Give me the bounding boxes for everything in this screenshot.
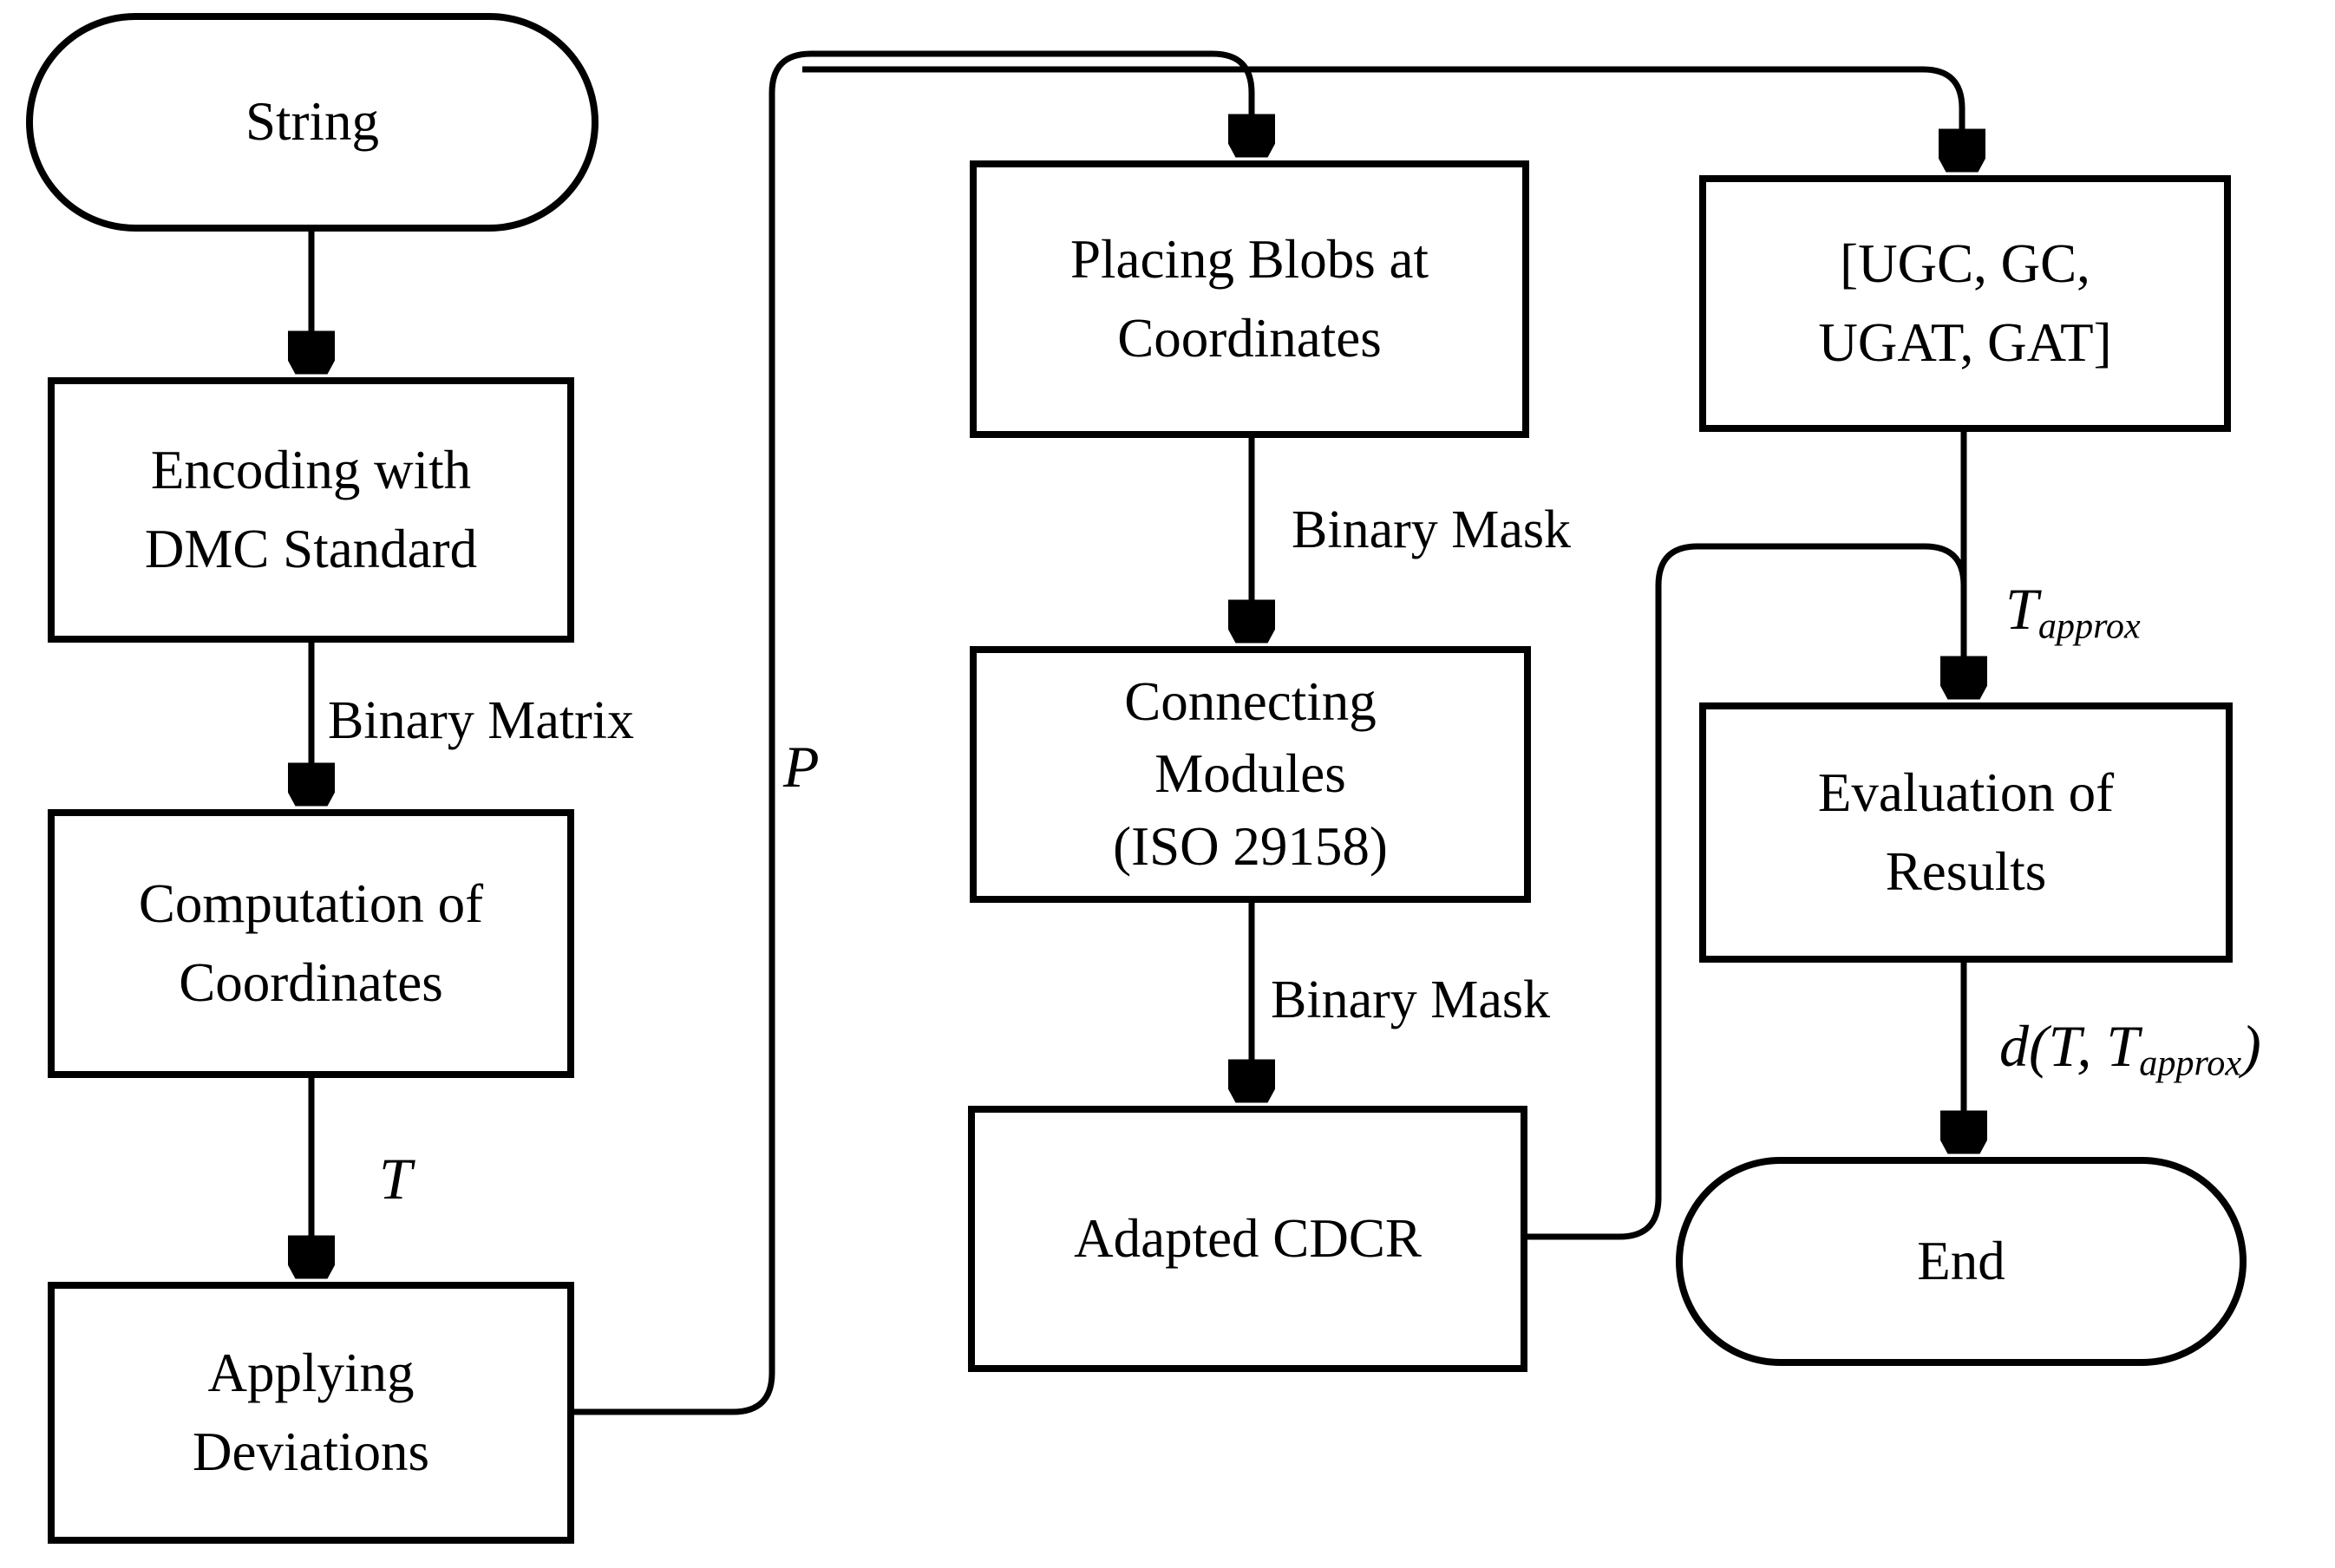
edge-applying-to-ugc — [802, 66, 1962, 169]
node-applying-label: Applying Deviations — [193, 1342, 429, 1482]
node-end: End — [1676, 1157, 2247, 1366]
edge-label-binary-mask-bottom: Binary Mask — [1271, 970, 1551, 1029]
edge-label-t-approx: Tapprox — [2005, 579, 2141, 644]
node-encoding-label: Encoding with DMC Standard — [144, 439, 478, 579]
t-approx-base: T — [2005, 576, 2038, 642]
edge-applying-to-placing — [574, 50, 1252, 1415]
node-connecting-modules: Connecting Modules (ISO 29158) — [970, 646, 1531, 903]
node-string-label: String — [245, 91, 380, 153]
node-adapted-cdcr: Adapted CDCR — [968, 1106, 1527, 1372]
node-computation-label: Computation of Coordinates — [138, 872, 484, 1013]
node-string: String — [26, 13, 598, 232]
node-ugc-label: [UGC, GC, UGAT, GAT] — [1818, 232, 2112, 373]
edge-label-p: P — [783, 734, 820, 800]
node-placing-blobs: Placing Blobs at Coordinates — [970, 160, 1529, 438]
node-evaluation-label: Evaluation of Results — [1817, 761, 2115, 902]
edge-label-d-expression: d(T, Tapprox) — [1999, 1016, 2261, 1081]
node-connecting-label: Connecting Modules (ISO 29158) — [1113, 671, 1388, 877]
node-placing-label: Placing Blobs at Coordinates — [1070, 228, 1429, 369]
edge-label-binary-matrix: Binary Matrix — [328, 691, 634, 750]
d-expr-post: ) — [2241, 1013, 2261, 1079]
node-applying-deviations: Applying Deviations — [48, 1282, 574, 1544]
node-computation-of-coordinates: Computation of Coordinates — [48, 809, 574, 1078]
t-approx-subscript: approx — [2037, 605, 2141, 647]
edge-adapted-to-evaluation-merge — [1527, 543, 1967, 1240]
edge-label-t: T — [379, 1146, 412, 1212]
edge-label-binary-mask-top: Binary Mask — [1292, 500, 1572, 559]
node-ugc-list: [UGC, GC, UGAT, GAT] — [1699, 175, 2231, 432]
d-expr-subscript: approx — [2139, 1042, 2242, 1084]
node-encoding-dmc-standard: Encoding with DMC Standard — [48, 377, 574, 643]
node-adapted-label: Adapted CDCR — [1074, 1207, 1422, 1269]
d-expr-pre: d(T, T — [1999, 1013, 2140, 1079]
node-evaluation-of-results: Evaluation of Results — [1699, 702, 2233, 963]
node-end-label: End — [1917, 1230, 2005, 1291]
